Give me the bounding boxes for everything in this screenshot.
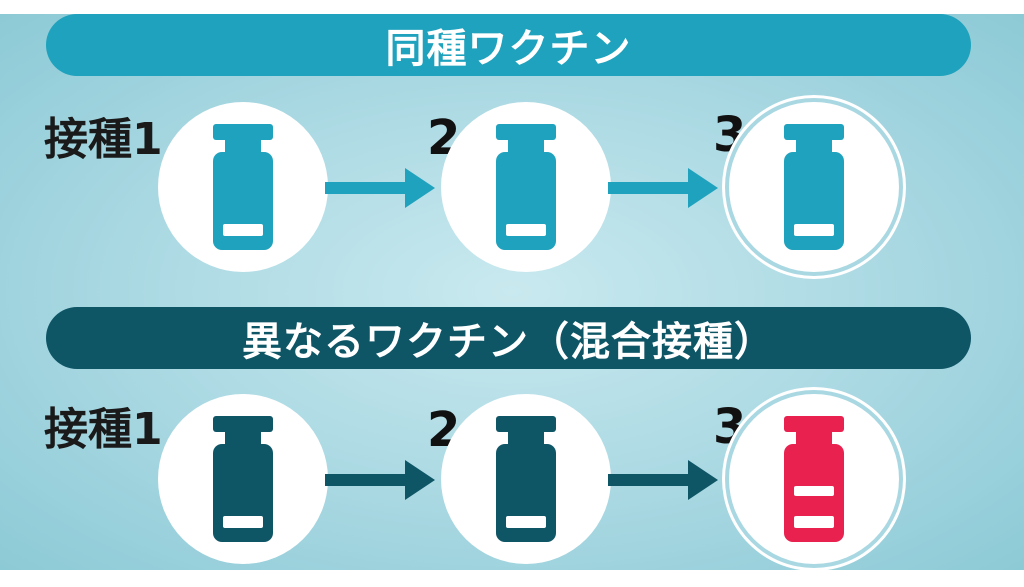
mixed-dose-label: 接種1 [44,408,163,452]
infographic: 同種ワクチン 接種1 2 3 異なるワクチン（混合接種） 接種1 2 3 [0,14,1024,570]
vial-icon [213,124,273,250]
same-dose-2-circle [441,102,611,272]
vial-icon [496,124,556,250]
mixed-dose-2-circle [441,394,611,564]
mixed-vaccine-banner: 異なるワクチン（混合接種） [46,307,971,369]
same-dose-1-number: 1 [132,114,163,165]
same-dose-label-text: 接種 [44,114,132,165]
mixed-dose-1-number: 1 [132,404,163,455]
same-vaccine-banner: 同種ワクチン [46,14,971,76]
arrow-right-icon [608,460,718,500]
mixed-dose-3-circle [729,394,899,564]
mixed-dose-label-text: 接種 [44,404,132,455]
vial-icon [784,416,844,542]
arrow-right-icon [325,168,435,208]
vial-icon [784,124,844,250]
mixed-vaccine-title: 異なるワクチン（混合接種） [242,319,775,365]
same-dose-3-circle [729,102,899,272]
same-dose-label: 接種1 [44,118,163,162]
arrow-right-icon [325,460,435,500]
same-dose-1-circle [158,102,328,272]
arrow-right-icon [608,168,718,208]
vial-icon [213,416,273,542]
mixed-dose-1-circle [158,394,328,564]
vial-icon [496,416,556,542]
same-vaccine-title: 同種ワクチン [385,26,632,72]
